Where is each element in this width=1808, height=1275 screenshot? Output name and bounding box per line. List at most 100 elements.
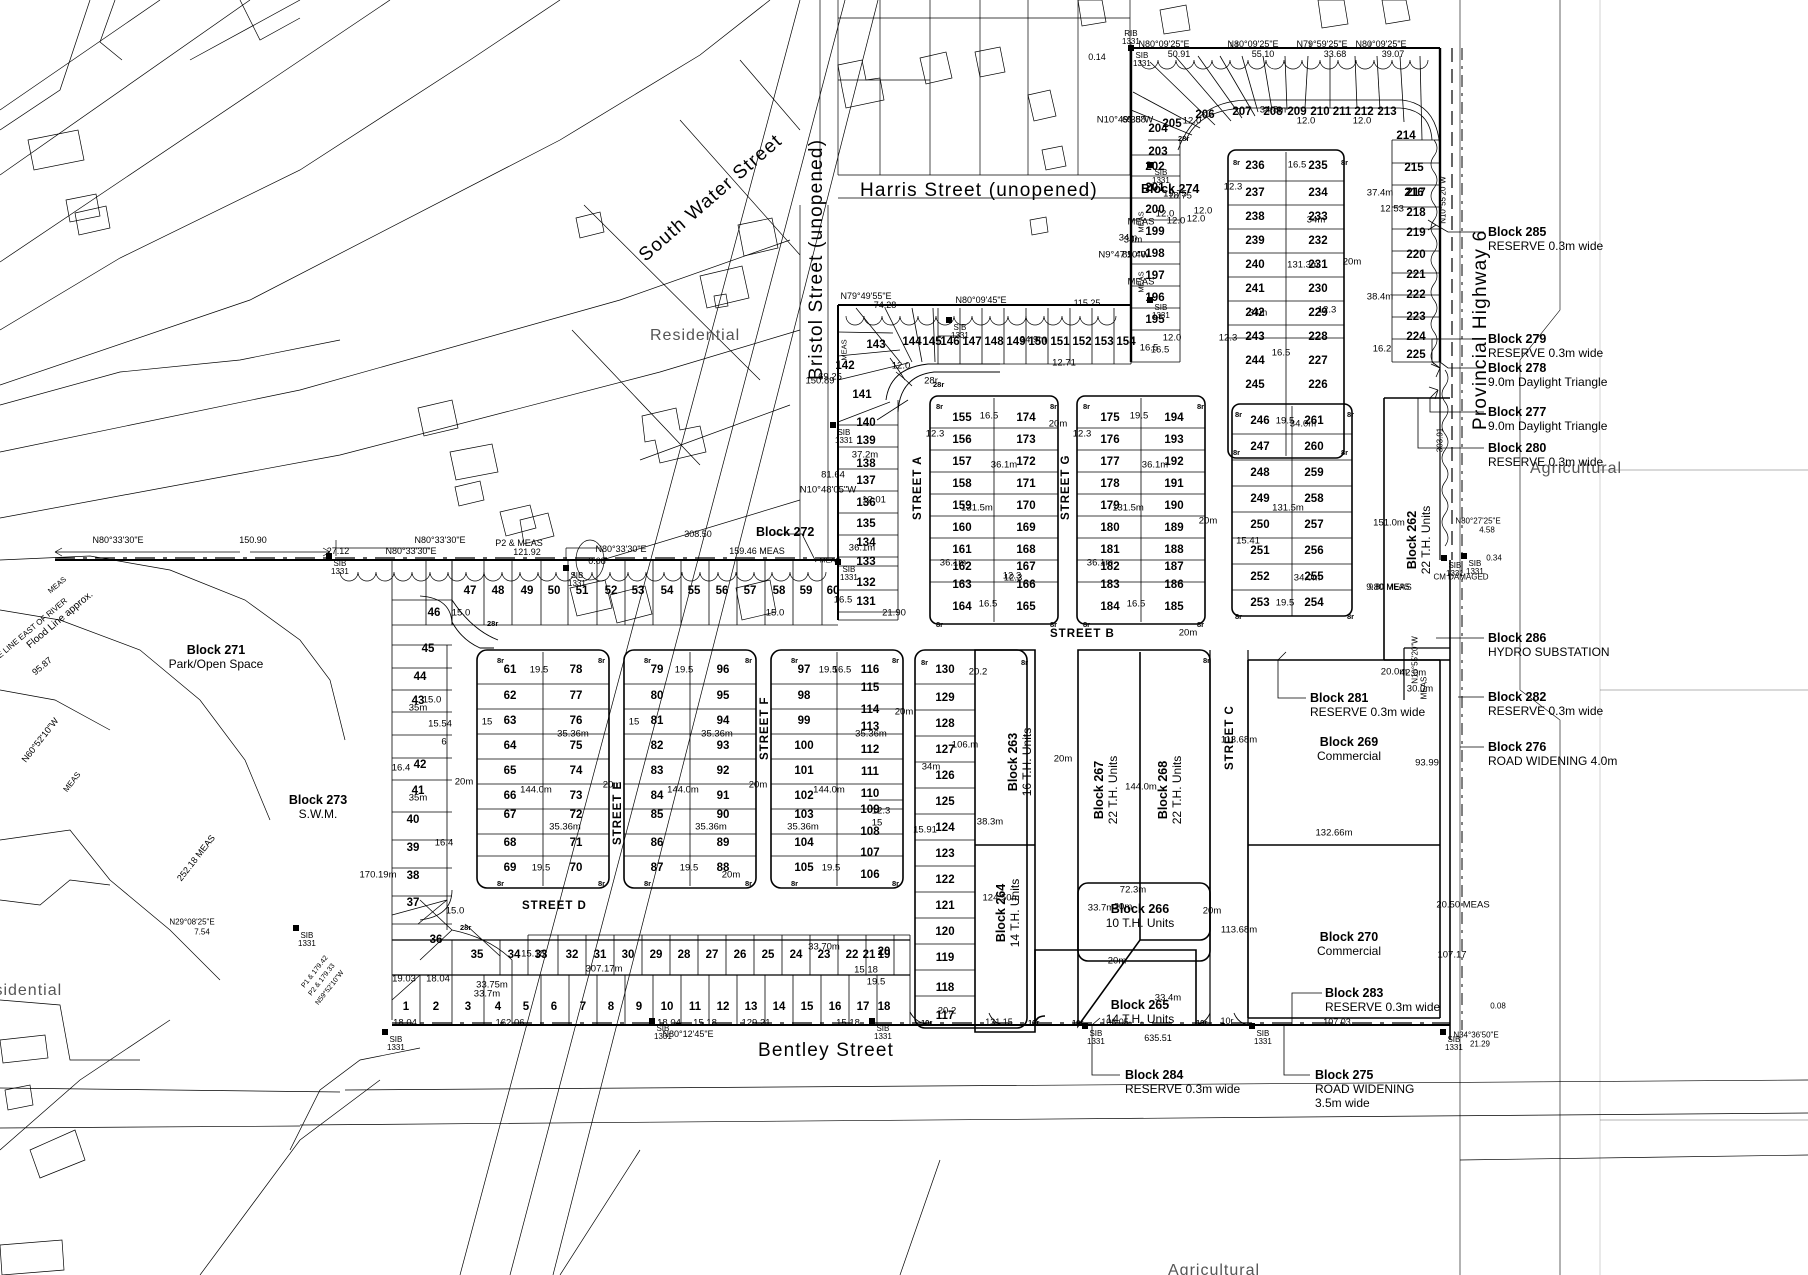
street-label-e: STREET E [612, 780, 624, 845]
lot-number-170: 170 [1016, 500, 1036, 512]
lot-number-52: 52 [604, 585, 618, 597]
monument-marker [293, 925, 299, 931]
corner-radius-mark: 8r [1083, 620, 1091, 629]
corner-radius-mark: 8r [1233, 448, 1241, 457]
lot-number-29: 29 [649, 949, 663, 961]
lot-number-13: 13 [744, 1001, 758, 1013]
callout-block-id: Block 278 [1488, 361, 1547, 375]
lot-number-109: 109 [860, 804, 880, 816]
lot-number-128: 128 [935, 718, 955, 730]
corner-radius-mark: 8r [1233, 158, 1241, 167]
corner-radius-mark: 8r [497, 879, 505, 888]
lot-number-112: 112 [860, 744, 880, 756]
lot-number-77: 77 [569, 690, 583, 702]
monument-marker [1441, 555, 1447, 561]
lot-number-184: 184 [1100, 601, 1120, 613]
lot-number-12: 12 [716, 1001, 730, 1013]
corner-radius-mark: 8r [598, 879, 606, 888]
monument-marker [1147, 162, 1153, 168]
lot-number-135: 135 [856, 518, 876, 530]
lot-number-155: 155 [952, 412, 972, 424]
block-267: Block 267 22 T.H. Units [1092, 755, 1120, 825]
lot-number-188: 188 [1164, 544, 1184, 556]
lot-number-253: 253 [1250, 597, 1270, 609]
lot-number-51: 51 [575, 585, 589, 597]
callout-block-id: Block 286 [1488, 631, 1547, 645]
lot-number-5: 5 [522, 1001, 530, 1013]
dimension-94: 106.m [951, 739, 979, 751]
dimension-118: 33.75m [476, 979, 508, 991]
dimension-61: 6 [441, 736, 447, 748]
dimension-125: 129.21 [741, 1017, 771, 1029]
bearing-9: 308.50 [684, 529, 712, 539]
lot-number-8: 8 [607, 1001, 615, 1013]
dimension-136: 12.3 [1218, 332, 1238, 344]
dimension-137: 12.0 [1166, 215, 1186, 227]
dimension-60: 15.54 [428, 718, 452, 730]
dimension-11: 16.5 [1287, 159, 1307, 171]
lot-number-81: 81 [650, 715, 664, 727]
lot-number-20: 20 [877, 946, 891, 958]
callout-block-id: Block 279 [1488, 332, 1547, 346]
lot-number-229: 229 [1308, 307, 1328, 319]
lot-number-235: 235 [1308, 160, 1328, 172]
monument-marker [835, 559, 841, 565]
dimension-102: 33.7m [1087, 902, 1115, 914]
lot-number-85: 85 [650, 809, 664, 821]
dimension-55: 19.5 [1275, 597, 1295, 609]
dimension-112: 93.99 [1415, 757, 1439, 769]
lot-number-78: 78 [569, 664, 583, 676]
lot-number-223: 223 [1406, 311, 1426, 323]
monument-marker [946, 317, 952, 323]
dimension-68: 19.5 [529, 664, 549, 676]
dimension-18: 19.75 [1163, 188, 1187, 200]
lot-number-80: 80 [650, 690, 664, 702]
dimension-83: 19.5 [818, 664, 838, 676]
lot-number-251: 251 [1250, 545, 1270, 557]
lot-number-102: 102 [794, 790, 814, 802]
dimension-110: 30.0m [1406, 683, 1434, 695]
lot-number-165: 165 [1016, 601, 1036, 613]
lot-number-87: 87 [650, 862, 664, 874]
lot-number-24: 24 [789, 949, 803, 961]
lot-number-226: 226 [1308, 379, 1328, 391]
dimension-26: 150.89 [805, 375, 835, 387]
lot-number-136: 136 [856, 497, 876, 509]
corner-radius-mark: 8r [1347, 410, 1355, 419]
dimension-58: 15.0 [451, 607, 471, 619]
callout-block-desc: RESERVE 0.3m wide [1488, 346, 1604, 360]
corner-radius-mark: 8r [1083, 402, 1091, 411]
lot-number-231: 231 [1308, 259, 1328, 271]
lot-number-67: 67 [503, 809, 517, 821]
lot-number-245: 245 [1245, 379, 1265, 391]
dimension-73: 19.5 [531, 862, 551, 874]
lot-number-137: 137 [856, 475, 876, 487]
lot-number-181: 181 [1100, 544, 1120, 556]
lot-number-140: 140 [856, 417, 876, 429]
bearing-3: N80°33'30"E [414, 535, 466, 545]
dimension-38: 131.5m [961, 502, 993, 514]
lot-number-101: 101 [794, 765, 814, 777]
dimension-5: 37.4m [1366, 187, 1394, 199]
dimension-140: 65.88 [1122, 114, 1146, 126]
dimension-122: 18.04 [393, 1017, 417, 1029]
lot-number-124: 124 [935, 822, 955, 834]
note-15: 0.34 [1486, 553, 1502, 563]
lot-number-41: 41 [411, 785, 425, 797]
lot-number-113: 113 [860, 721, 880, 733]
lot-number-36: 36 [429, 934, 443, 946]
dimension-84: 16.5 [832, 664, 852, 676]
lot-number-214: 214 [1396, 130, 1416, 142]
lot-number-141: 141 [852, 389, 872, 401]
callout-block-id: Block 277 [1488, 405, 1547, 419]
lot-number-243: 243 [1245, 331, 1265, 343]
lot-number-45: 45 [421, 643, 435, 655]
dimension-72: 35.36m [549, 821, 581, 833]
